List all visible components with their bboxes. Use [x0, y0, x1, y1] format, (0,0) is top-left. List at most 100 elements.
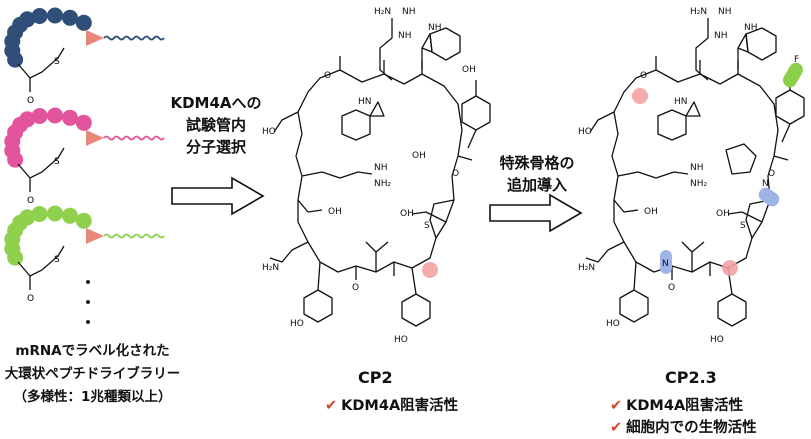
svg-text:OH: OH	[644, 207, 658, 217]
svg-text:OH: OH	[328, 207, 342, 217]
peptide-library-member: OS	[4, 107, 165, 206]
svg-text:H₂N: H₂N	[690, 7, 707, 17]
svg-text:N: N	[762, 179, 769, 189]
amino-acid-bead	[31, 206, 48, 222]
cp23-activity2-text: 細胞内での生物活性	[626, 420, 757, 436]
puromycin-tag-icon	[86, 130, 104, 146]
svg-text:O: O	[27, 294, 34, 304]
svg-text:O: O	[768, 169, 775, 179]
mrna-strand-icon	[103, 233, 165, 239]
highlight-blue	[660, 250, 672, 274]
svg-text:NH₂: NH₂	[690, 179, 708, 189]
highlight-blue	[758, 187, 780, 207]
svg-text:O: O	[668, 283, 675, 293]
svg-text:N: N	[662, 259, 669, 269]
ellipsis-dot	[86, 320, 90, 324]
step1-line1: KDM4Aへの	[170, 94, 262, 112]
svg-text:O: O	[324, 71, 331, 81]
amino-acid-bead	[62, 9, 78, 26]
svg-text:NH: NH	[744, 23, 758, 33]
svg-text:S: S	[54, 157, 60, 167]
cp23-activity1-text: KDM4A阻害活性	[626, 398, 744, 414]
highlight-red	[722, 260, 738, 276]
svg-text:HN: HN	[358, 97, 372, 107]
cp2-activity: ✔KDM4A阻害活性	[325, 394, 458, 415]
svg-text:O: O	[352, 283, 359, 293]
svg-text:NH: NH	[428, 23, 442, 33]
amino-acid-bead	[47, 205, 63, 222]
amino-acid-bead	[75, 114, 92, 131]
svg-text:HO: HO	[578, 127, 592, 137]
highlight-green	[783, 62, 803, 88]
step1-line2: 試験管内	[185, 116, 246, 134]
cp2-activity-text: KDM4A阻害活性	[341, 398, 459, 414]
svg-text:HO: HO	[606, 319, 620, 329]
step1-arrow-icon	[171, 176, 265, 216]
cp23-activity2: ✔細胞内での生物活性	[610, 416, 757, 437]
highlight-red	[632, 88, 648, 104]
svg-text:NH: NH	[690, 163, 704, 173]
puromycin-tag-icon	[86, 228, 104, 244]
amino-acid-bead	[19, 11, 36, 28]
puromycin-tag-icon	[86, 30, 104, 46]
peptide-library-member: OS	[4, 205, 165, 304]
check-icon: ✔	[325, 398, 338, 414]
cp23-name: CP2.3	[665, 368, 717, 387]
amino-acid-bead	[62, 207, 78, 224]
library-caption-line3: （多様性：1兆種類以上）	[13, 389, 172, 405]
amino-acid-bead	[19, 209, 36, 226]
mrna-strand-icon	[103, 35, 165, 41]
amino-acid-bead	[31, 8, 48, 24]
amino-acid-bead	[75, 14, 92, 31]
svg-text:NH: NH	[718, 7, 732, 17]
amino-acid-bead	[31, 108, 48, 124]
amino-acid-bead	[19, 111, 36, 128]
svg-text:S: S	[740, 221, 746, 231]
svg-text:O: O	[452, 169, 459, 179]
svg-text:HO: HO	[710, 335, 724, 345]
amino-acid-bead	[62, 109, 78, 126]
svg-text:OH: OH	[412, 151, 426, 161]
cp23-structure: H₂N NH NH F NH HN HO NH NH₂ N OH OH H₂N …	[578, 7, 805, 345]
step2-line1: 特殊骨格の	[499, 154, 575, 172]
svg-text:OH: OH	[462, 65, 476, 75]
library-caption-line1: mRNAでラベル化された	[15, 343, 170, 359]
step2-arrow-icon	[489, 193, 583, 233]
step2-line2: 追加導入	[506, 176, 567, 194]
svg-text:NH: NH	[714, 31, 728, 41]
svg-text:H₂N: H₂N	[374, 7, 391, 17]
svg-text:NH: NH	[402, 7, 416, 17]
svg-text:HO: HO	[394, 335, 408, 345]
check-icon: ✔	[610, 398, 623, 414]
step1-line3: 分子選択	[185, 138, 246, 156]
svg-text:HN: HN	[674, 97, 688, 107]
svg-text:NH: NH	[374, 163, 388, 173]
svg-text:OH: OH	[716, 209, 730, 219]
svg-text:S: S	[54, 57, 60, 67]
ellipsis-dot	[86, 280, 90, 284]
library-caption: mRNAでラベル化された 大環状ペプチドライブラリー （多様性：1兆種類以上）	[0, 340, 185, 409]
step1-label: KDM4Aへの 試験管内 分子選択	[166, 92, 266, 158]
svg-text:H₂N: H₂N	[578, 263, 595, 273]
svg-text:O: O	[27, 196, 34, 206]
ellipsis-dot	[86, 300, 90, 304]
cp2-name: CP2	[358, 368, 393, 387]
svg-text:S: S	[54, 255, 60, 265]
svg-text:S: S	[424, 221, 430, 231]
peptide-library-member: OS	[4, 7, 165, 106]
svg-text:HO: HO	[290, 319, 304, 329]
cp2-structure: H₂N NH NH OH NH HN HO NH NH₂ OH OH OH H₂…	[262, 7, 491, 345]
svg-text:O: O	[640, 71, 647, 81]
svg-text:HO: HO	[262, 127, 276, 137]
svg-text:F: F	[794, 55, 799, 65]
amino-acid-bead	[47, 7, 63, 24]
library-caption-line2: 大環状ペプチドライブラリー	[4, 366, 181, 382]
svg-text:O: O	[27, 96, 34, 106]
svg-text:NH: NH	[398, 31, 412, 41]
step2-label: 特殊骨格の 追加導入	[482, 152, 592, 196]
check-icon: ✔	[610, 420, 623, 436]
svg-text:OH: OH	[400, 209, 414, 219]
amino-acid-bead	[47, 107, 63, 124]
svg-text:H₂N: H₂N	[262, 263, 279, 273]
